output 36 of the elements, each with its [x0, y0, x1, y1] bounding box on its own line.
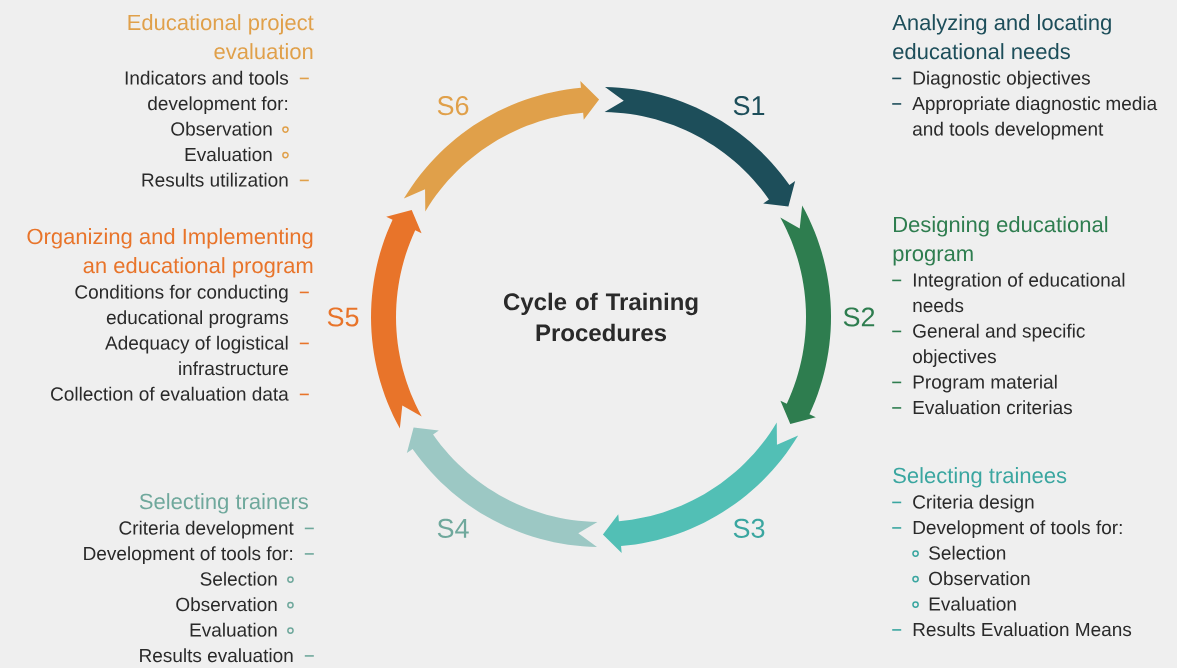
list-item: Integration of educational needs	[913, 272, 1125, 313]
list-item: Appropriate diagnostic media and tools development	[912, 96, 1158, 140]
stage-label: S4	[437, 518, 469, 538]
list-item: Criteria design	[913, 494, 1034, 513]
stage-heading: Selecting trainers	[139, 493, 308, 514]
list-item: General and specific objectives	[913, 323, 1085, 367]
list-item: Evaluation criterias	[913, 400, 1072, 415]
list-item: Indicators and tools development for:	[125, 70, 289, 114]
stage-heading: Selecting trainees	[893, 467, 1067, 488]
list-item: Selection	[912, 545, 1006, 560]
list-item: Conditions for conducting educational programs	[75, 284, 289, 328]
stage-heading: Analyzing and locating educational needs	[892, 14, 1111, 60]
list-item: Adequacy of logistical infrastructure	[105, 335, 288, 376]
list-item: Selection	[200, 571, 294, 586]
stage-heading: Organizing and Implementing an educational program	[27, 228, 313, 278]
list-item: Results Evaluation Means	[913, 622, 1132, 637]
list-item: Development of tools for:	[913, 520, 1122, 538]
title-text: Cycle of Training Procedures	[504, 292, 698, 342]
list-item: Program material	[913, 374, 1057, 393]
stage-heading: Educational project evaluation	[128, 14, 314, 60]
list-item: Results utilization	[142, 172, 288, 187]
list-item: Evaluation	[190, 622, 294, 637]
list-item: Diagnostic objectives	[913, 70, 1090, 89]
list-item: Results evaluation	[140, 648, 293, 663]
list-item: Observation	[912, 571, 1030, 586]
list-item: Collection of evaluation data	[51, 386, 289, 401]
list-item: Observation	[176, 597, 294, 612]
list-item: Observation	[171, 121, 289, 136]
list-item: Development of tools for:	[84, 546, 293, 564]
list-item: Criteria development	[119, 520, 294, 539]
stage-label: S1	[733, 96, 765, 116]
list-item: Evaluation	[185, 147, 289, 162]
stage-label: S3	[733, 518, 765, 538]
stage-heading: Designing educational program	[893, 216, 1108, 266]
stage-label: S6	[437, 96, 469, 116]
list-item: Evaluation	[912, 596, 1016, 611]
